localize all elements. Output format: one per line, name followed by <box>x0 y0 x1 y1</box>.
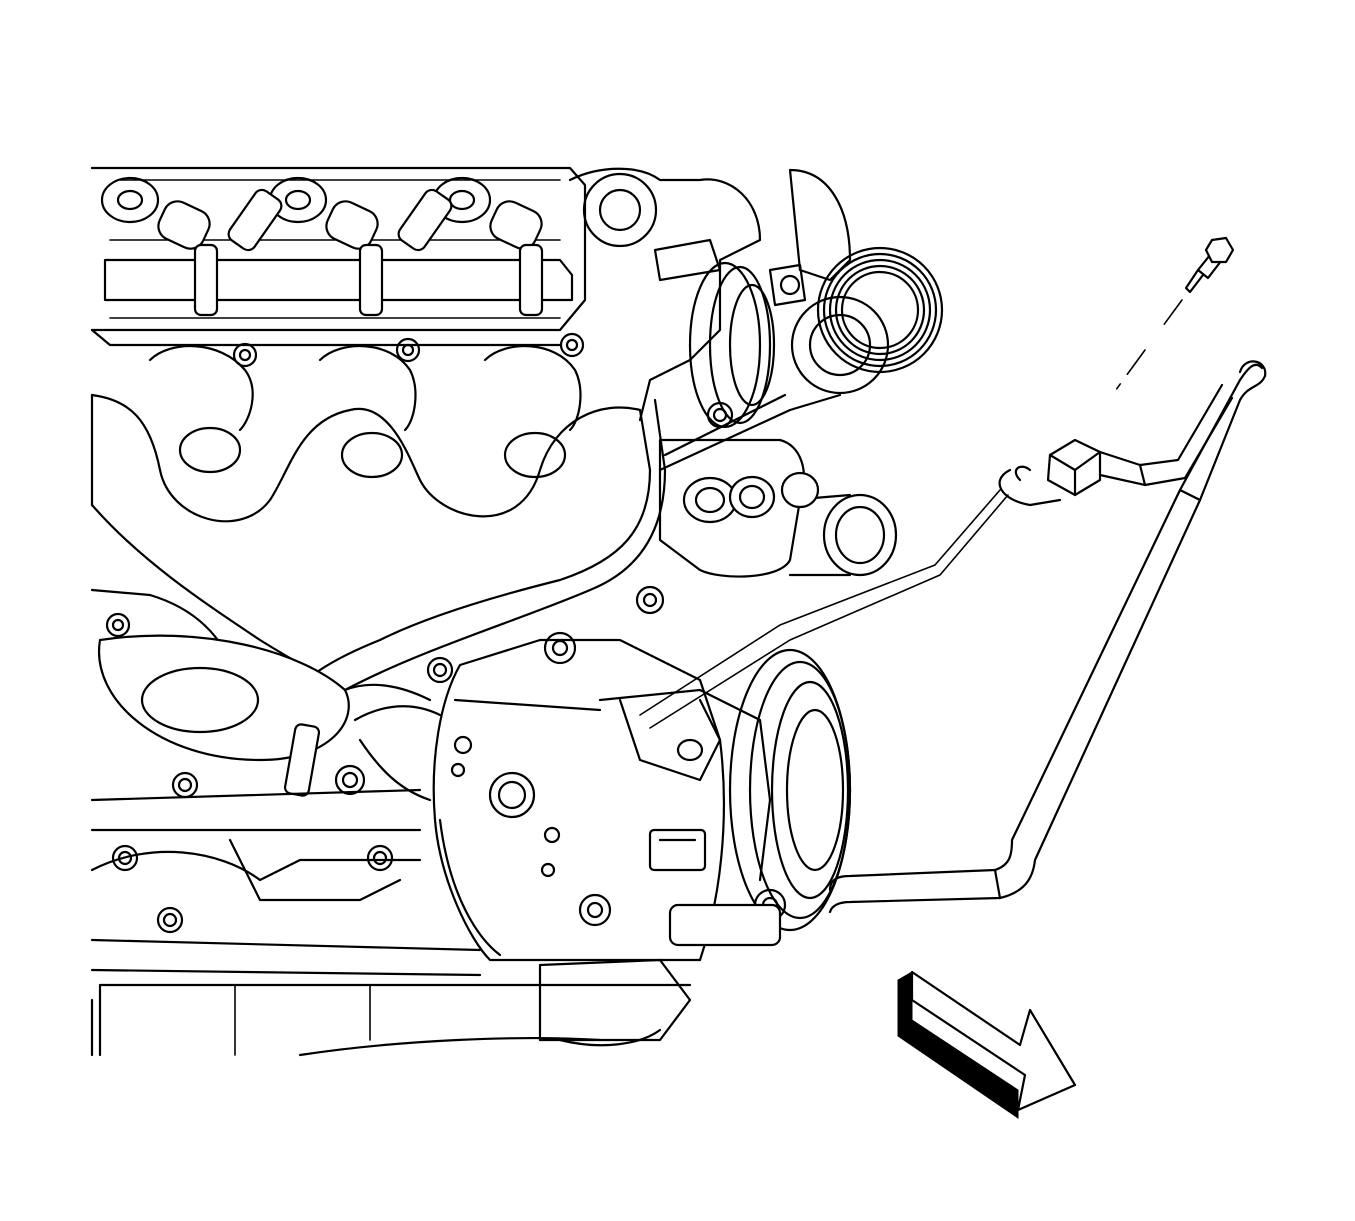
water-outlet-housing <box>658 401 898 578</box>
valve-cover <box>90 166 587 347</box>
accessory-bracket <box>568 167 762 422</box>
ac-hose <box>828 360 1267 914</box>
wiring-harness <box>343 585 665 802</box>
direction-arrow-icon <box>897 970 1077 1119</box>
drive-belt <box>658 393 842 472</box>
ac-compressor <box>432 631 852 1047</box>
callout-leader <box>639 489 1009 729</box>
belt-tensioner-pulley <box>768 168 944 395</box>
idler-pulley <box>688 261 776 429</box>
engine-block-lower-left <box>90 588 692 1057</box>
manifold-studs <box>148 332 585 432</box>
bolt-icon <box>1109 236 1235 399</box>
ignition-coil-boots <box>157 188 544 317</box>
